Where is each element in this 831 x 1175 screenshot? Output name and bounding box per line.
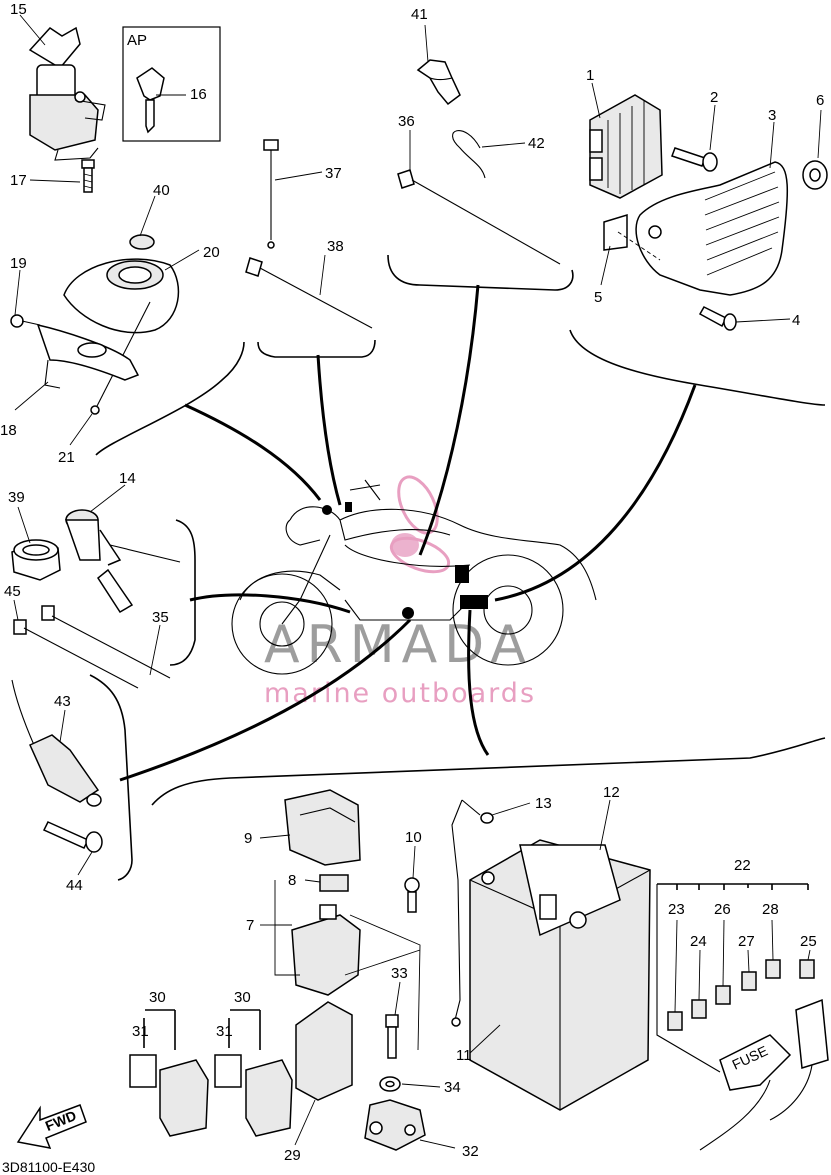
callout-34: 34 bbox=[444, 1079, 461, 1096]
cable-tie-36 bbox=[397, 169, 561, 265]
callout-3: 3 bbox=[768, 107, 776, 124]
callout-16: 16 bbox=[190, 86, 207, 103]
harness-leaders bbox=[119, 284, 697, 782]
cable-tie-38 bbox=[245, 257, 373, 329]
main-switch-assembly bbox=[28, 26, 106, 161]
bolt-4 bbox=[698, 306, 737, 331]
cover-3 bbox=[635, 161, 789, 296]
callout-25: 25 bbox=[800, 933, 817, 950]
callout-31-left: 31 bbox=[132, 1023, 149, 1040]
callout-leaders bbox=[13, 14, 822, 1149]
bolt-44 bbox=[42, 821, 103, 853]
handlebar-cover bbox=[63, 234, 180, 411]
clamp-41 bbox=[416, 59, 461, 106]
rectifier-regulator bbox=[589, 94, 663, 199]
callout-20: 20 bbox=[203, 244, 220, 261]
callout-44: 44 bbox=[66, 877, 83, 894]
callout-14: 14 bbox=[119, 470, 136, 487]
fwd-arrow-icon: FWD bbox=[16, 1104, 87, 1149]
ap-box: AP bbox=[122, 26, 221, 142]
group-borders bbox=[89, 254, 826, 881]
sensor-43 bbox=[11, 679, 102, 807]
callout-22: 22 bbox=[734, 857, 751, 874]
diagram-code: 3D81100-E430 bbox=[2, 1159, 95, 1175]
callout-35: 35 bbox=[152, 609, 169, 626]
bolt-33 bbox=[385, 1014, 399, 1059]
relay-30-right bbox=[214, 1009, 293, 1137]
callout-33: 33 bbox=[391, 965, 408, 982]
callout-12: 12 bbox=[603, 784, 620, 801]
ap-label: AP bbox=[127, 32, 147, 49]
key-icon bbox=[136, 67, 165, 101]
callout-38: 38 bbox=[327, 238, 344, 255]
callout-28: 28 bbox=[762, 901, 779, 918]
callout-43: 43 bbox=[54, 693, 71, 710]
bolt-17 bbox=[81, 159, 95, 193]
callout-30-left: 30 bbox=[149, 989, 166, 1006]
sensor-14 bbox=[64, 509, 181, 614]
callout-32: 32 bbox=[462, 1143, 479, 1160]
watermark-brand: ARMADA bbox=[264, 615, 533, 675]
label-5 bbox=[603, 213, 661, 261]
callout-39: 39 bbox=[8, 489, 25, 506]
relay-30-left bbox=[129, 1009, 209, 1137]
callout-4: 4 bbox=[792, 312, 800, 329]
fuse-box-22: FUSE bbox=[656, 883, 829, 1151]
callout-13: 13 bbox=[535, 795, 552, 812]
cable-tie-37 bbox=[263, 139, 279, 249]
callout-26: 26 bbox=[714, 901, 731, 918]
relay-29 bbox=[295, 1001, 353, 1101]
starter-relay-7 bbox=[291, 904, 421, 1051]
handle-bracket-18 bbox=[10, 314, 140, 415]
callout-10: 10 bbox=[405, 829, 422, 846]
callout-24: 24 bbox=[690, 933, 707, 950]
bolt-10 bbox=[404, 877, 420, 913]
callout-29: 29 bbox=[284, 1147, 301, 1164]
callout-41: 41 bbox=[411, 6, 428, 23]
nut-6 bbox=[802, 160, 828, 190]
callout-17: 17 bbox=[10, 172, 27, 189]
cable-tie-35 bbox=[41, 605, 171, 679]
callout-9: 9 bbox=[244, 830, 252, 847]
washer-34 bbox=[379, 1076, 401, 1092]
callout-37: 37 bbox=[325, 165, 342, 182]
cable-tie-45 bbox=[13, 619, 139, 689]
callout-31-right: 31 bbox=[216, 1023, 233, 1040]
watermark-tagline: marine outboards bbox=[264, 678, 536, 709]
callout-8: 8 bbox=[288, 872, 296, 889]
callout-42: 42 bbox=[528, 135, 545, 152]
callout-45: 45 bbox=[4, 583, 21, 600]
callout-5: 5 bbox=[594, 289, 602, 306]
callout-7: 7 bbox=[246, 917, 254, 934]
callout-6: 6 bbox=[816, 92, 824, 109]
cover-9 bbox=[284, 789, 361, 866]
bolt-2 bbox=[671, 147, 718, 172]
callout-1: 1 bbox=[586, 67, 594, 84]
fuse-8 bbox=[319, 874, 349, 892]
holder-39 bbox=[11, 539, 61, 581]
callout-23: 23 bbox=[668, 901, 685, 918]
callout-11: 11 bbox=[456, 1047, 472, 1064]
callout-40: 40 bbox=[153, 182, 170, 199]
clip-42 bbox=[452, 130, 486, 179]
battery-lead-13 bbox=[451, 799, 494, 1027]
callout-30-right: 30 bbox=[234, 989, 251, 1006]
callout-15: 15 bbox=[10, 1, 27, 18]
callout-21: 21 bbox=[58, 449, 75, 466]
callout-27: 27 bbox=[738, 933, 755, 950]
sensor-32 bbox=[364, 1099, 426, 1151]
callout-18: 18 bbox=[0, 422, 17, 439]
battery-11 bbox=[469, 839, 651, 1111]
callout-36: 36 bbox=[398, 113, 415, 130]
motorcycle-outline bbox=[231, 479, 597, 675]
callout-2: 2 bbox=[710, 89, 718, 106]
callout-19: 19 bbox=[10, 255, 27, 272]
